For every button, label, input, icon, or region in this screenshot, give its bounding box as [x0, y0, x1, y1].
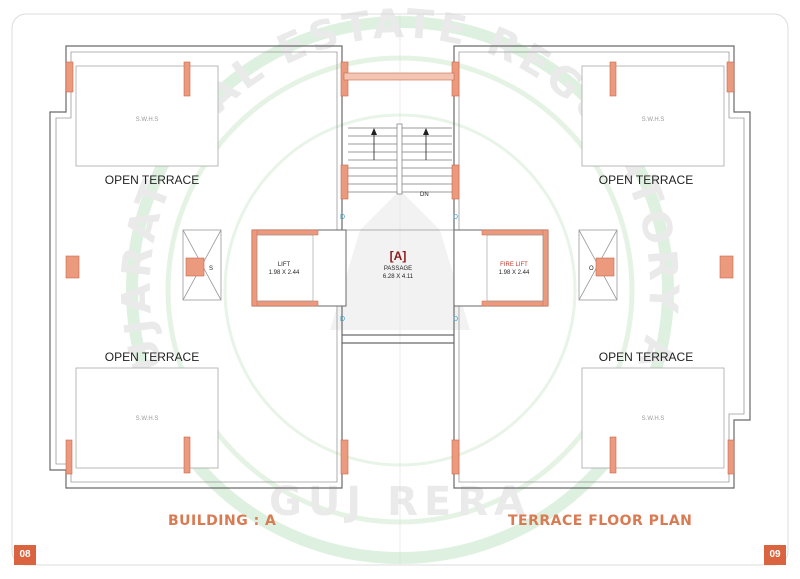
lift-name: LIFT	[278, 262, 291, 268]
passage-name: PASSAGE	[384, 266, 412, 272]
fire-lift-beam	[481, 229, 549, 236]
passage-tag: [A]	[390, 249, 407, 263]
lift-beam	[251, 229, 258, 307]
open-terrace-label: OPEN TERRACE	[599, 350, 693, 364]
column	[65, 61, 74, 93]
swhs-panel	[581, 367, 725, 469]
watermark-bottom-text: GUJ RERA	[269, 479, 531, 525]
fire-lift-car	[486, 234, 544, 302]
door-mark: D	[453, 316, 458, 323]
column	[65, 255, 80, 279]
left-wing	[49, 45, 349, 489]
door-mark: D	[340, 214, 345, 221]
building-title: BUILDING : A	[168, 513, 277, 529]
column	[727, 439, 735, 475]
door-mark: D	[453, 214, 458, 221]
column	[609, 436, 617, 474]
column	[609, 61, 617, 97]
core-top-beam	[343, 72, 455, 81]
fire-lift-shaft	[453, 229, 549, 307]
duct-shaft	[578, 229, 618, 301]
open-terrace-label: OPEN TERRACE	[105, 173, 199, 187]
duct-label: S	[209, 266, 213, 272]
passage-size: 6.28 X 4.11	[383, 274, 414, 280]
fire-lift-size: 1.98 X 2.44	[499, 270, 530, 276]
central-core	[342, 72, 455, 344]
swhs-panel	[75, 367, 219, 469]
lift-car	[256, 234, 314, 302]
open-terrace-label: OPEN TERRACE	[599, 173, 693, 187]
column	[340, 439, 349, 475]
page-number-left: 08	[14, 545, 36, 565]
stair-down-arrow-head	[423, 128, 429, 135]
stair-up-arrow-head	[371, 128, 377, 135]
lift-wall	[251, 229, 347, 307]
fire-lift-name: FIRE LIFT	[500, 262, 528, 268]
fire-lift-beam	[542, 229, 549, 307]
column	[65, 439, 73, 475]
passage-bottom-wall	[342, 334, 454, 344]
column	[719, 255, 734, 279]
swhs-label: S.W.H.S	[136, 416, 159, 422]
page-number-right: 09	[764, 545, 786, 565]
column	[726, 61, 735, 93]
right-wing	[451, 45, 751, 489]
column	[451, 439, 460, 475]
stair-label: DN	[420, 192, 429, 198]
column	[340, 164, 349, 200]
swhs-panel	[581, 65, 725, 167]
column	[451, 164, 460, 200]
fire-lift-beam	[481, 300, 549, 307]
column	[595, 257, 615, 277]
duct-shaft	[182, 229, 222, 301]
lift-shaft	[251, 229, 347, 307]
fire-lift-wall	[453, 229, 549, 307]
staircase	[348, 123, 452, 195]
open-terrace-label: OPEN TERRACE	[105, 350, 199, 364]
swhs-label: S.W.H.S	[136, 117, 159, 123]
column	[183, 61, 191, 97]
column	[183, 436, 191, 474]
lift-size: 1.98 X 2.44	[269, 270, 300, 276]
stair-midwall	[396, 123, 403, 195]
duct-label: O	[589, 266, 594, 272]
lift-beam	[251, 229, 319, 236]
door-mark: D	[340, 316, 345, 323]
swhs-label: S.W.H.S	[642, 117, 665, 123]
swhs-panel	[75, 65, 219, 167]
column	[185, 257, 205, 277]
plan-title: TERRACE FLOOR PLAN	[508, 513, 693, 529]
watermark-building-icon	[330, 190, 470, 330]
swhs-label: S.W.H.S	[642, 416, 665, 422]
lift-beam	[251, 300, 319, 307]
